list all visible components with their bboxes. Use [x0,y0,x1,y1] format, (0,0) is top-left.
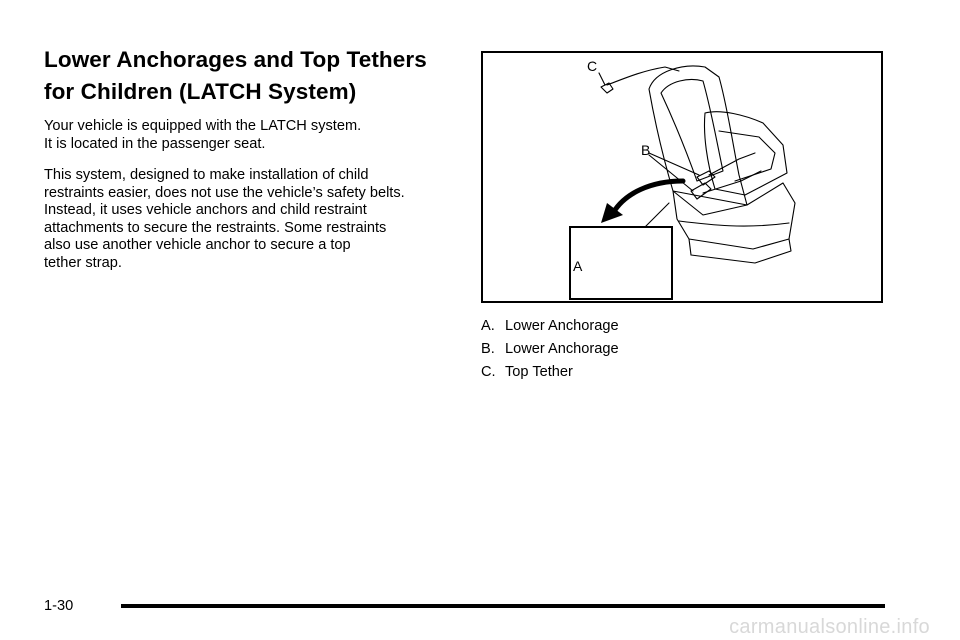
pointer-arrow-head [601,203,623,223]
inset-link-line [642,202,670,230]
latch-strap [708,152,756,176]
tether-strap [606,66,680,86]
footer-rule [121,604,885,608]
latch-illustration: C B A [481,51,883,303]
body-paragraph: This system, designed to make installati… [44,167,464,272]
text-line: also use another vehicle anchor to secur… [44,237,351,253]
legend-key: C. [481,364,496,380]
pointer-arrow-curve [610,178,686,216]
seat-back-shape [648,65,748,216]
seat-cushion-edge [688,238,792,264]
body-paragraph: Your vehicle is equipped with the LATCH … [44,118,464,153]
legend-label: Lower Anchorage [505,318,619,334]
leader-line-c [598,72,606,86]
leader-line-b1 [648,152,700,176]
child-seat-side [718,130,776,182]
callout-b: B [641,142,651,158]
legend-item: A. Lower Anchorage [481,318,881,336]
left-column: Lower Anchorages and Top Tethers for Chi… [44,44,464,272]
title-line: for Children (LATCH System) [44,79,357,104]
title-line: Lower Anchorages and Top Tethers [44,47,427,72]
callout-c: C [587,58,598,74]
seat-back-inner [660,78,724,182]
child-seat-shell [703,111,788,196]
cushion-seam [678,220,790,227]
legend-key: A. [481,318,495,334]
text-line: Your vehicle is equipped with the LATCH … [44,118,362,134]
child-seat-drawing [574,65,796,297]
legend-key: B. [481,341,495,357]
text-line: It is located in the passenger seat. [44,135,266,152]
legend-label: Lower Anchorage [505,341,619,357]
text-line: Instead, it uses vehicle anchors and chi… [44,202,367,218]
figure-legend: A. Lower Anchorage B. Lower Anchorage C. To… [481,318,881,387]
text-line: restraints easier, does not use the vehi… [44,184,405,201]
legend-item: C. Top Tether [481,364,881,382]
anchor-bar-b [696,170,716,186]
inset-detail-box [569,226,673,300]
legend-item: B. Lower Anchorage [481,341,881,359]
page-title: Lower Anchorages and Top Tethers for Chi… [44,44,464,108]
leader-line-b2 [648,154,694,192]
text-line: This system, designed to make installati… [44,167,369,183]
anchor-bar-b2 [690,182,712,200]
page-number: 1-30 [44,598,74,614]
text-line: tether strap. [44,254,122,271]
callout-a: A [573,258,583,274]
watermark: carmanualsonline.info [729,616,930,638]
tether-hook [600,82,614,94]
legend-label: Top Tether [505,364,573,380]
latch-strap-lower [702,170,762,194]
text-line: attachments to secure the restraints. So… [44,219,387,236]
